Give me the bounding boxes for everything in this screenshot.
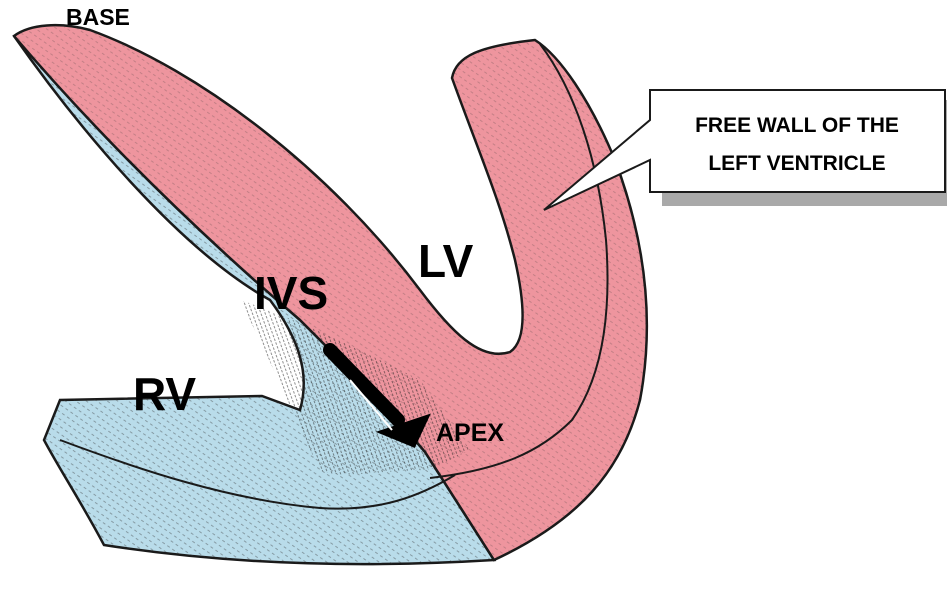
lv-label: LV	[418, 235, 474, 287]
ivs-label: IVS	[254, 267, 328, 319]
rv-label: RV	[133, 368, 196, 420]
base-label: BASE	[66, 4, 130, 30]
callout-line1: FREE WALL OF THE	[695, 114, 899, 137]
apex-label: APEX	[436, 419, 504, 447]
callout-line2: LEFT VENTRICLE	[708, 152, 885, 175]
